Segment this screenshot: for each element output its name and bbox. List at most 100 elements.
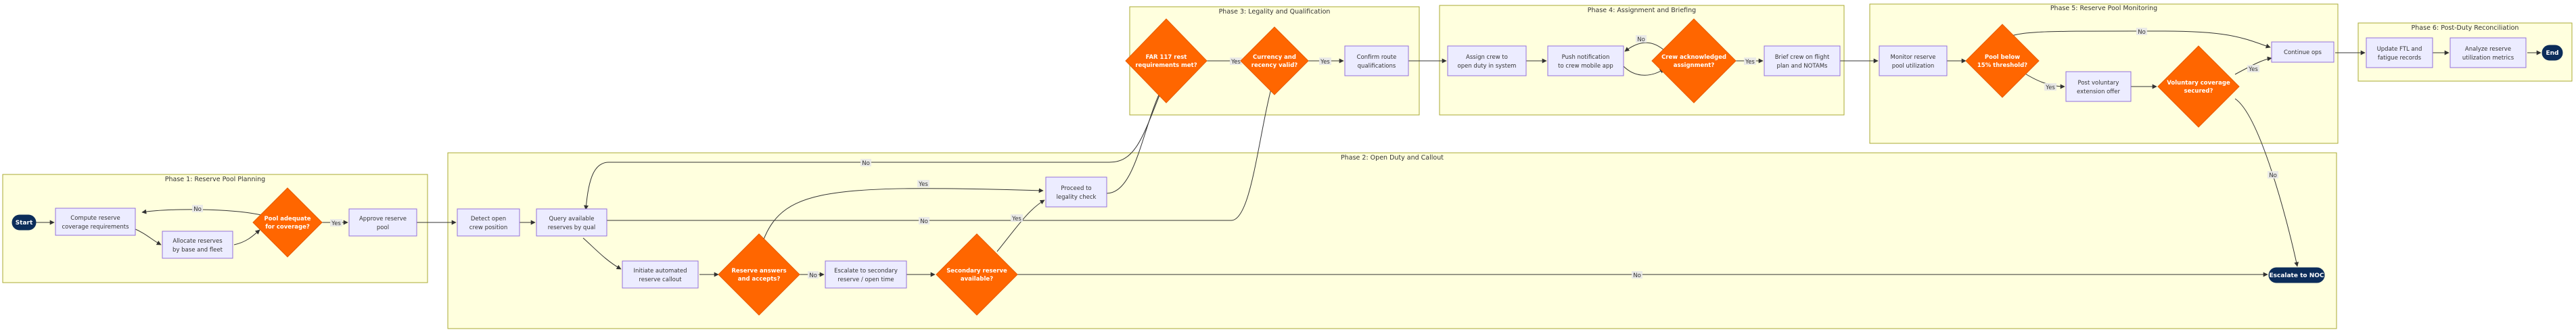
edge-label-secondary-yes: Yes bbox=[1011, 214, 1023, 222]
svg-text:No: No bbox=[2138, 29, 2146, 36]
svg-text:recency valid?: recency valid? bbox=[1251, 62, 1298, 69]
pool-below-threshold-decision[interactable]: Pool below 15% threshold? bbox=[1965, 24, 2040, 98]
continue-ops-node[interactable]: Continue ops bbox=[2271, 41, 2334, 63]
reserve-answers-decision[interactable]: Reserve answers and accepts? bbox=[718, 233, 800, 316]
crew-acknowledged-decision[interactable]: Crew acknowledged assignment? bbox=[1651, 18, 1736, 103]
voluntary-coverage-decision[interactable]: Voluntary coverage secured? bbox=[2157, 45, 2240, 128]
svg-text:Escalate to NOC: Escalate to NOC bbox=[2269, 272, 2324, 279]
svg-text:for coverage?: for coverage? bbox=[265, 224, 310, 231]
svg-text:Detect open: Detect open bbox=[471, 216, 506, 222]
svg-text:Initiate automated: Initiate automated bbox=[634, 268, 687, 275]
edge-poolbelow-continue-no bbox=[2002, 30, 2271, 49]
edge-secured-noc-no bbox=[2234, 98, 2299, 267]
svg-text:No: No bbox=[2269, 172, 2277, 179]
svg-text:Voluntary coverage: Voluntary coverage bbox=[2167, 80, 2230, 87]
start-node[interactable]: Start bbox=[12, 214, 37, 231]
approve-pool-node[interactable]: Approve reserve pool bbox=[348, 208, 417, 237]
svg-text:Yes: Yes bbox=[2248, 66, 2258, 73]
edge-label-pool-yes: Yes bbox=[330, 219, 342, 227]
edge-label-crewack-no: No bbox=[1636, 35, 1647, 43]
svg-text:Pool adequate: Pool adequate bbox=[264, 216, 310, 222]
svg-text:Yes: Yes bbox=[1745, 59, 1755, 66]
query-reserves-node[interactable]: Query available reserves by qual bbox=[536, 208, 607, 237]
compute-coverage-node[interactable]: Compute reserve coverage requirements bbox=[55, 208, 136, 236]
edge-label-secured-no: No bbox=[2268, 171, 2278, 179]
edge-query-initiate bbox=[582, 237, 622, 270]
edge-label-poolbelow-no: No bbox=[2136, 28, 2147, 36]
phase-3-title: Phase 3: Legality and Qualification bbox=[1219, 8, 1331, 16]
svg-text:Continue ops: Continue ops bbox=[2284, 49, 2322, 56]
svg-text:utilization metrics: utilization metrics bbox=[2462, 55, 2514, 62]
svg-text:Monitor reserve: Monitor reserve bbox=[1891, 54, 1936, 61]
analyze-metrics-node[interactable]: Analyze reserve utilization metrics bbox=[2450, 37, 2527, 68]
svg-text:Approve reserve: Approve reserve bbox=[359, 216, 407, 222]
edge-secured-continue-yes bbox=[2234, 56, 2272, 75]
svg-text:FAR 117 rest: FAR 117 rest bbox=[1146, 54, 1187, 61]
push-notification-node[interactable]: Push notification to crew mobile app bbox=[1547, 45, 1624, 76]
svg-text:Update FTL and: Update FTL and bbox=[2377, 46, 2422, 53]
svg-text:No: No bbox=[193, 206, 202, 213]
svg-text:Yes: Yes bbox=[2045, 85, 2055, 91]
svg-text:extension offer: extension offer bbox=[2077, 89, 2120, 95]
far117-decision[interactable]: FAR 117 rest requirements met? bbox=[1125, 18, 1208, 103]
edge-label-far117-no: No bbox=[860, 159, 871, 167]
svg-text:Confirm route: Confirm route bbox=[1357, 54, 1397, 61]
svg-text:open duty in system: open duty in system bbox=[1458, 63, 1517, 70]
post-voluntary-extension-node[interactable]: Post voluntary extension offer bbox=[2065, 71, 2132, 102]
monitor-pool-node[interactable]: Monitor reserve pool utilization bbox=[1879, 45, 1948, 76]
svg-text:Query available: Query available bbox=[549, 216, 595, 222]
edge-label-currency-no: No bbox=[919, 217, 929, 225]
svg-text:pool utilization: pool utilization bbox=[1892, 63, 1935, 70]
svg-text:reserve / open time: reserve / open time bbox=[837, 277, 894, 283]
svg-text:Allocate reserves: Allocate reserves bbox=[172, 238, 223, 245]
phase-4-title: Phase 4: Assignment and Briefing bbox=[1588, 7, 1696, 14]
svg-text:reserves by qual: reserves by qual bbox=[548, 224, 596, 231]
brief-crew-node[interactable]: Brief crew on flight plan and NOTAMs bbox=[1764, 45, 1841, 76]
currency-recency-decision[interactable]: Currency and recency valid? bbox=[1240, 26, 1309, 95]
proceed-legality-node[interactable]: Proceed to legality check bbox=[1045, 176, 1107, 208]
assign-crew-node[interactable]: Assign crew to open duty in system bbox=[1447, 45, 1527, 76]
edge-push-crewack bbox=[1623, 66, 1665, 76]
edge-reserveanswers-proceed-yes bbox=[758, 188, 1044, 254]
initiate-callout-node[interactable]: Initiate automated reserve callout bbox=[622, 260, 699, 289]
phase-6-title: Phase 6: Post-Duty Reconciliation bbox=[2412, 24, 2519, 32]
phase-1-title: Phase 1: Reserve Pool Planning bbox=[165, 176, 265, 183]
escalate-secondary-node[interactable]: Escalate to secondary reserve / open tim… bbox=[825, 260, 907, 289]
secondary-available-decision[interactable]: Secondary reserve available? bbox=[936, 233, 1018, 316]
svg-text:Analyze reserve: Analyze reserve bbox=[2465, 46, 2511, 53]
svg-text:Compute reserve: Compute reserve bbox=[70, 215, 120, 222]
edge-label-answers-no: No bbox=[808, 271, 819, 279]
svg-text:Pool below: Pool below bbox=[1985, 54, 2020, 61]
edge-label-far117-yes: Yes bbox=[1230, 57, 1242, 66]
edge-label-secondary-no: No bbox=[1632, 271, 1642, 279]
edge-labels: No Yes Yes No Yes No No Yes No Yes No Ye… bbox=[192, 28, 2278, 279]
svg-text:Yes: Yes bbox=[1320, 59, 1330, 66]
update-ftl-node[interactable]: Update FTL and fatigue records bbox=[2366, 37, 2433, 68]
allocate-reserves-node[interactable]: Allocate reserves by base and fleet bbox=[162, 231, 233, 259]
svg-text:Yes: Yes bbox=[331, 220, 341, 227]
svg-text:Yes: Yes bbox=[918, 181, 928, 188]
pool-adequate-decision[interactable]: Pool adequate for coverage? bbox=[252, 187, 323, 258]
svg-text:Proceed to: Proceed to bbox=[1061, 185, 1091, 192]
escalate-noc-node[interactable]: Escalate to NOC bbox=[2268, 267, 2325, 283]
svg-text:Brief crew on flight: Brief crew on flight bbox=[1775, 54, 1830, 61]
end-node[interactable]: End bbox=[2542, 45, 2563, 61]
svg-text:fatigue records: fatigue records bbox=[2378, 55, 2422, 62]
edge-currency-query-no bbox=[600, 80, 1274, 223]
phase-2-box: Phase 2: Open Duty and Callout bbox=[447, 152, 2337, 329]
svg-text:and accepts?: and accepts? bbox=[738, 276, 781, 283]
svg-text:Yes: Yes bbox=[1011, 216, 1021, 222]
start-label: Start bbox=[16, 220, 33, 226]
svg-text:Escalate to secondary: Escalate to secondary bbox=[834, 268, 898, 275]
svg-text:Crew acknowledged: Crew acknowledged bbox=[1661, 54, 1726, 61]
svg-text:Currency and: Currency and bbox=[1253, 54, 1296, 61]
svg-text:coverage requirements: coverage requirements bbox=[62, 224, 129, 231]
svg-text:Assign crew to: Assign crew to bbox=[1466, 54, 1508, 61]
svg-text:crew position: crew position bbox=[469, 224, 508, 231]
detect-open-position-node[interactable]: Detect open crew position bbox=[457, 208, 520, 237]
svg-text:Push notification: Push notification bbox=[1562, 54, 1610, 61]
edge-proceed-far117 bbox=[1106, 85, 1164, 194]
confirm-route-node[interactable]: Confirm route qualifications bbox=[1344, 45, 1409, 76]
edge-label-poolbelow-yes: Yes bbox=[2044, 83, 2056, 91]
svg-text:reserve callout: reserve callout bbox=[639, 277, 682, 283]
